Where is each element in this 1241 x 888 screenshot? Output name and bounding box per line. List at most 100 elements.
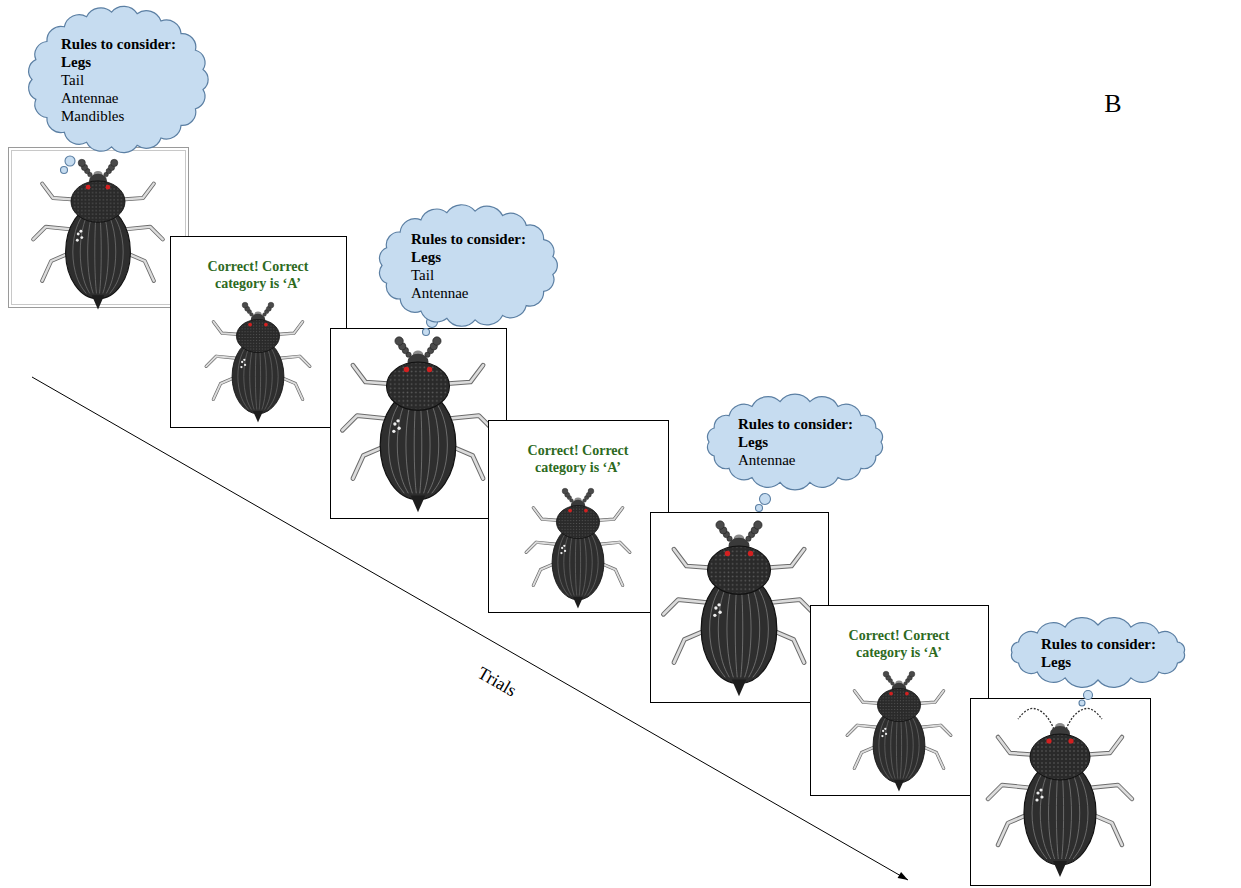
thought-bubble xyxy=(61,167,68,174)
elytra-stripe xyxy=(727,581,733,678)
beetle-eye xyxy=(905,692,909,696)
elytra-stripe xyxy=(267,343,278,409)
elytra-spot xyxy=(881,735,883,737)
pronotum-texture xyxy=(1031,735,1089,779)
cloud-shape xyxy=(1003,616,1193,689)
cloud-heading: Rules to consider: xyxy=(61,35,176,53)
beetle-eye xyxy=(889,692,893,696)
elytra-stripe xyxy=(903,712,907,778)
elytra-stripe xyxy=(1065,767,1071,859)
beetle-antenna xyxy=(395,337,403,345)
beetle-illustration xyxy=(663,521,814,696)
elytra-spot xyxy=(561,547,563,549)
beetle-eye xyxy=(1046,738,1051,743)
rule-item: Mandibles xyxy=(61,107,176,125)
rule-item: Antennae xyxy=(738,451,853,469)
elytra-stripe xyxy=(575,529,576,595)
rule-list: Rules to consider:LegsTailAntennae xyxy=(411,230,526,302)
elytra-stripe xyxy=(906,712,914,778)
thought-bubble xyxy=(760,494,771,505)
beetle-antenna xyxy=(433,337,441,345)
image-frame xyxy=(971,699,1151,886)
elytra-spot xyxy=(393,422,396,425)
elytra-stripe xyxy=(250,343,254,409)
elytra-spot xyxy=(884,728,886,730)
elytra-spot xyxy=(244,364,246,366)
trial-frame xyxy=(811,606,989,796)
beetle-antenna xyxy=(111,159,118,166)
feedback-text-block: Correct! Correct category is ‘A’ xyxy=(513,442,643,476)
elytra-stripe xyxy=(582,529,586,595)
pronotum-texture xyxy=(709,547,770,593)
beetle-pronotum xyxy=(1030,734,1090,780)
elytra-stripe xyxy=(414,397,416,494)
feedback-panel: Correct! Correct category is ‘A’ xyxy=(488,420,668,612)
thought-cloud: Rules to consider:Legs xyxy=(1003,616,1193,689)
rule-item: Tail xyxy=(61,71,176,89)
beetle-antenna xyxy=(754,521,762,529)
elytra-spot xyxy=(560,552,562,554)
beetle-illustration xyxy=(526,488,630,608)
beetle-eye xyxy=(427,367,432,372)
elytra-spot xyxy=(1040,795,1043,798)
beetle-eye xyxy=(264,323,268,327)
feedback-text: Correct! Correct category is ‘A’ xyxy=(513,442,643,476)
elytra-spot xyxy=(243,359,245,361)
beetle-illustration xyxy=(206,302,310,422)
cloud-outline xyxy=(29,6,209,152)
elytra-stripe xyxy=(88,211,93,294)
elytra-stripe xyxy=(244,343,252,409)
cloud-outline xyxy=(707,394,882,490)
trial-frame xyxy=(651,513,829,703)
elytra-stripe xyxy=(424,397,430,494)
feedback-text: Correct! Correct category is ‘A’ xyxy=(834,627,964,661)
elytra-stripe xyxy=(397,397,408,494)
elytra-stripe xyxy=(259,343,260,409)
cloud-heading: Rules to consider: xyxy=(1041,635,1156,653)
elytra-stripe xyxy=(95,211,97,294)
elytra-spot xyxy=(80,236,83,239)
image-frame xyxy=(331,329,507,519)
beetle-pronotum xyxy=(877,689,920,722)
image-frame xyxy=(489,421,669,613)
rule-list: Rules to consider:Legs xyxy=(1041,635,1156,671)
elytra-stripe xyxy=(570,529,574,595)
thought-cloud: Rules to consider:LegsTailAntennaeMandib… xyxy=(23,3,213,156)
feedback-panel: Correct! Correct category is ‘A’ xyxy=(810,605,988,795)
beetle-pronotum xyxy=(708,546,771,594)
trial-frame xyxy=(331,329,507,519)
cloud-outline xyxy=(1011,617,1184,687)
elytra-stripe xyxy=(741,581,743,678)
beetle-antenna xyxy=(78,159,85,166)
cloud-shape xyxy=(373,202,563,329)
elytra-stripe xyxy=(80,211,89,294)
thought-bubble xyxy=(756,505,763,512)
feedback-text: Correct! Correct category is ‘A’ xyxy=(193,258,323,292)
beetle-tail xyxy=(1053,861,1067,877)
elytra-spot xyxy=(717,603,720,606)
beetle-illustration xyxy=(988,708,1132,877)
image-frame xyxy=(9,148,189,308)
elytra-stripe xyxy=(262,343,266,409)
beetle-eye xyxy=(584,509,588,513)
elytra-spot xyxy=(241,361,243,363)
elytra-stripe xyxy=(1062,767,1064,859)
thought-bubble xyxy=(65,156,75,166)
elytra-spot xyxy=(77,233,80,236)
elytra-stripe xyxy=(900,712,901,778)
rule-item: Antennae xyxy=(61,89,176,107)
elytra-stripe xyxy=(585,529,593,595)
elytra-stripe xyxy=(718,581,729,678)
rule-list: Rules to consider:LegsAntennae xyxy=(738,415,853,469)
trial-frame xyxy=(171,237,347,428)
rule-item: Tail xyxy=(411,266,526,284)
beetle-eye xyxy=(86,185,91,190)
elytra-stripe xyxy=(735,581,737,678)
image-frame xyxy=(171,237,347,428)
cloud-heading: Rules to consider: xyxy=(738,415,853,433)
elytra-spot xyxy=(1036,791,1039,794)
elytra-spot xyxy=(397,427,400,430)
elytra-stripe xyxy=(896,712,897,778)
elytra-stripe xyxy=(587,529,598,595)
pronotum-texture xyxy=(557,506,599,538)
